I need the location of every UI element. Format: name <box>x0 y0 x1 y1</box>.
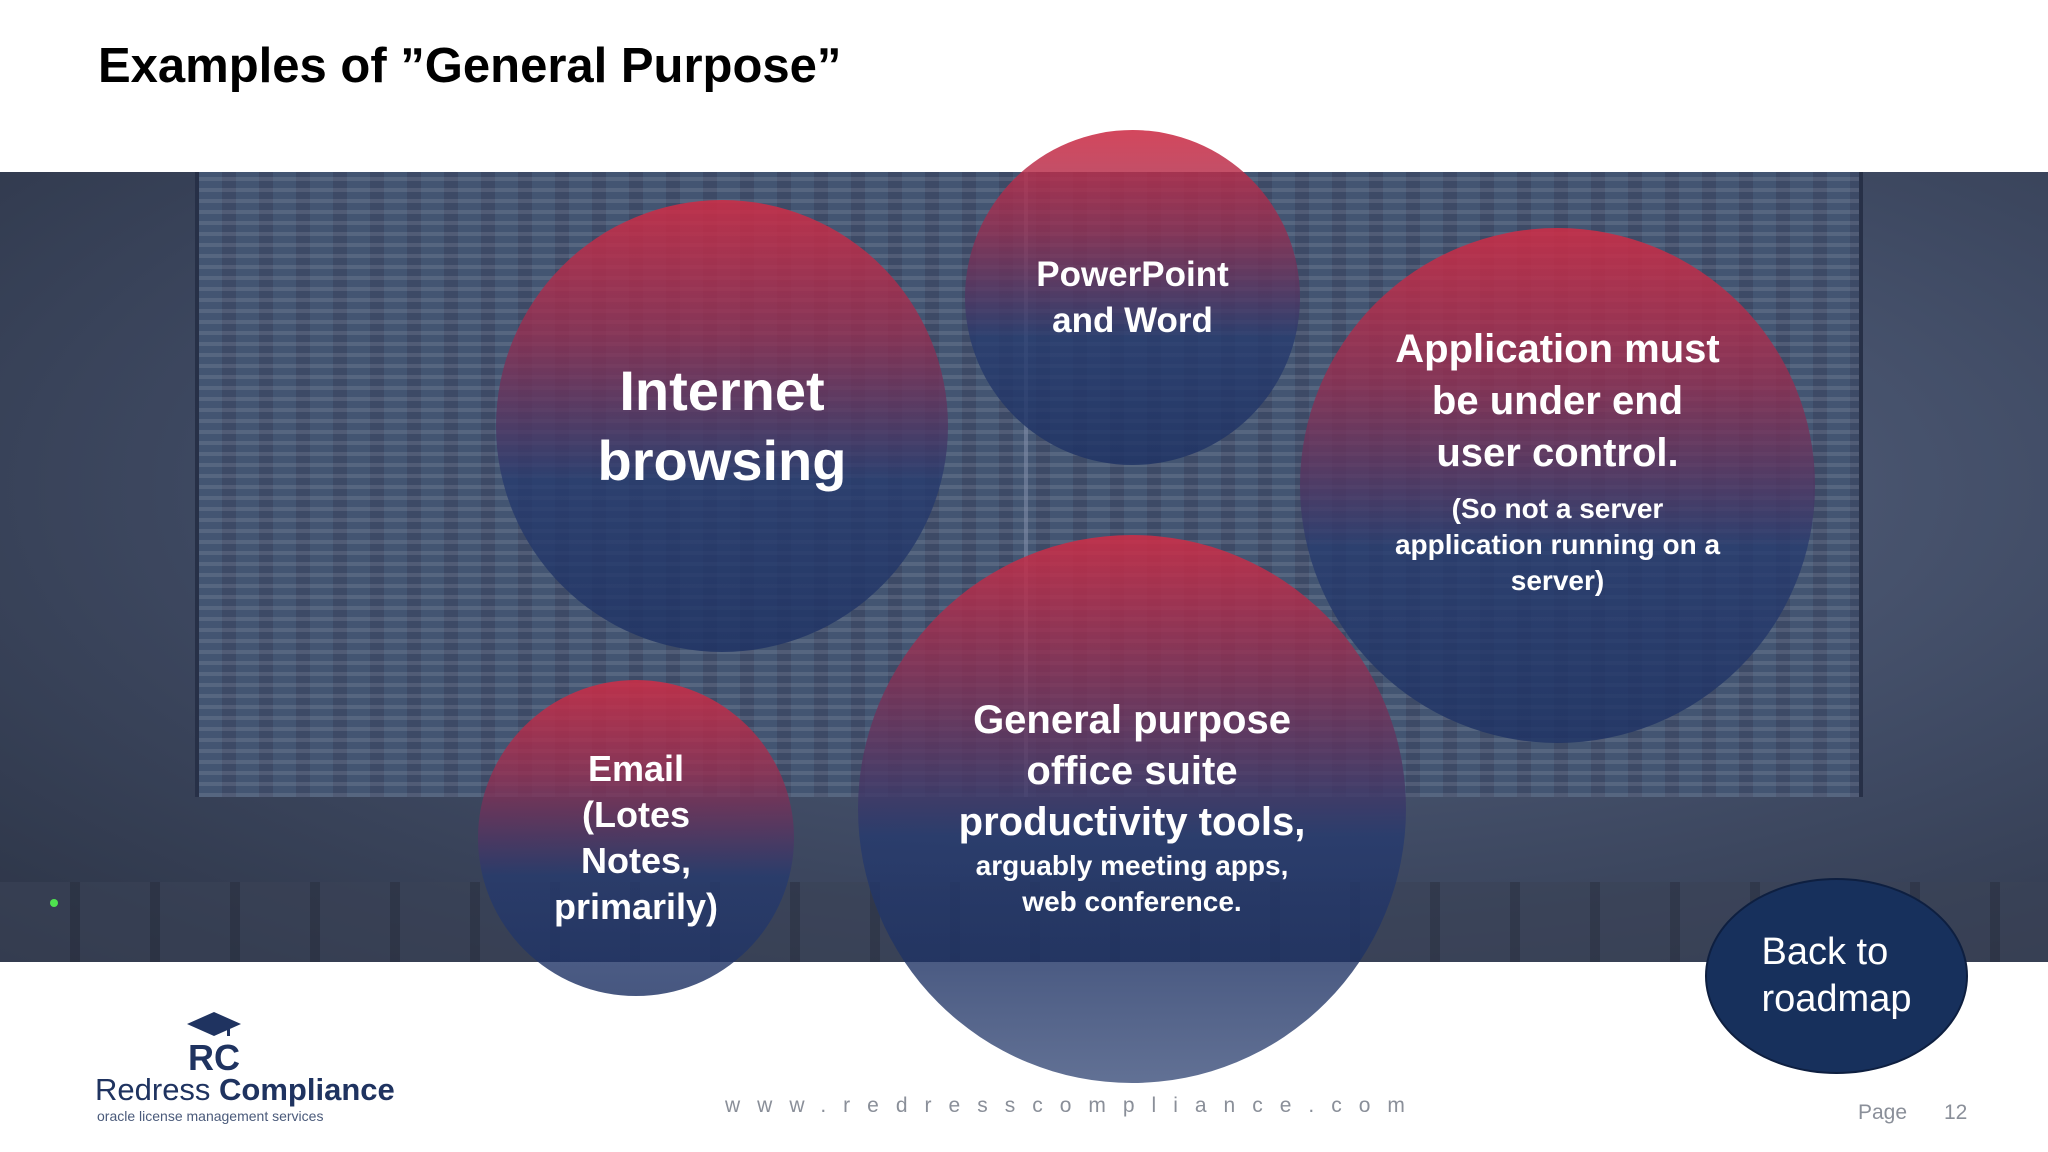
bubble-email: Email (Lotes Notes, primarily) <box>478 680 794 996</box>
screen-divider <box>1024 172 1028 797</box>
bubble-application-control: Application must be under end user contr… <box>1300 228 1815 743</box>
back-button-label: Back to <box>1761 931 1889 973</box>
page-number: 12 <box>1944 1101 1968 1124</box>
bubble-internet-browsing: Internet browsing <box>496 200 948 652</box>
bubble-subtext-line: web conference. <box>1022 886 1242 917</box>
bubble-text: productivity tools, <box>958 800 1306 844</box>
bubble-office-suite: General purpose office suite productivit… <box>858 535 1406 1083</box>
bubble-text: Application must <box>1395 327 1720 371</box>
bubble-text: General purpose <box>973 698 1291 742</box>
bubble-text: be under end <box>1431 379 1684 423</box>
logo-name-regular: Redress <box>95 1072 220 1107</box>
page-label: Page <box>1858 1101 1908 1124</box>
bubble-subtext-line: arguably meeting apps, <box>975 850 1289 881</box>
bubble-text: (Lotes <box>582 794 690 835</box>
back-button-label: roadmap <box>1761 978 1912 1020</box>
bubble-text: Email <box>587 748 685 789</box>
bubble-text: PowerPoint <box>1036 255 1229 294</box>
bubble-text: browsing <box>597 429 847 492</box>
bubble-text: Notes, <box>580 840 692 881</box>
bubble-subtext-line: server) <box>1510 565 1605 596</box>
footer-url: www.redresscompliance.com <box>725 1094 1422 1117</box>
bubble-subtext-line: (So not a server <box>1451 493 1664 524</box>
logo-name-bold: Compliance <box>219 1072 395 1107</box>
bubble-powerpoint-word: PowerPoint and Word <box>965 130 1300 465</box>
power-led <box>50 899 58 907</box>
svg-text:RC: RC <box>188 1037 240 1074</box>
logo-tagline: oracle license management services <box>97 1108 324 1124</box>
rc-monogram-icon: RC <box>187 1012 241 1074</box>
bubble-text: and Word <box>1052 301 1213 340</box>
company-logo: RC Redress Compliance oracle license man… <box>95 1010 395 1125</box>
bubble-text: office suite <box>1026 749 1238 793</box>
logo-wordmark: Redress Compliance <box>95 1072 395 1108</box>
bubble-text: user control. <box>1436 431 1679 475</box>
back-to-roadmap-button[interactable]: Back to roadmap <box>1705 878 1968 1074</box>
bubble-text: Internet <box>619 359 825 422</box>
slide-title: Examples of ”General Purpose” <box>98 39 842 93</box>
bubble-text: primarily) <box>553 886 719 927</box>
bubble-subtext-line: application running on a <box>1394 529 1721 560</box>
bubble-subtext: (So not a server application running on … <box>1395 491 1720 599</box>
